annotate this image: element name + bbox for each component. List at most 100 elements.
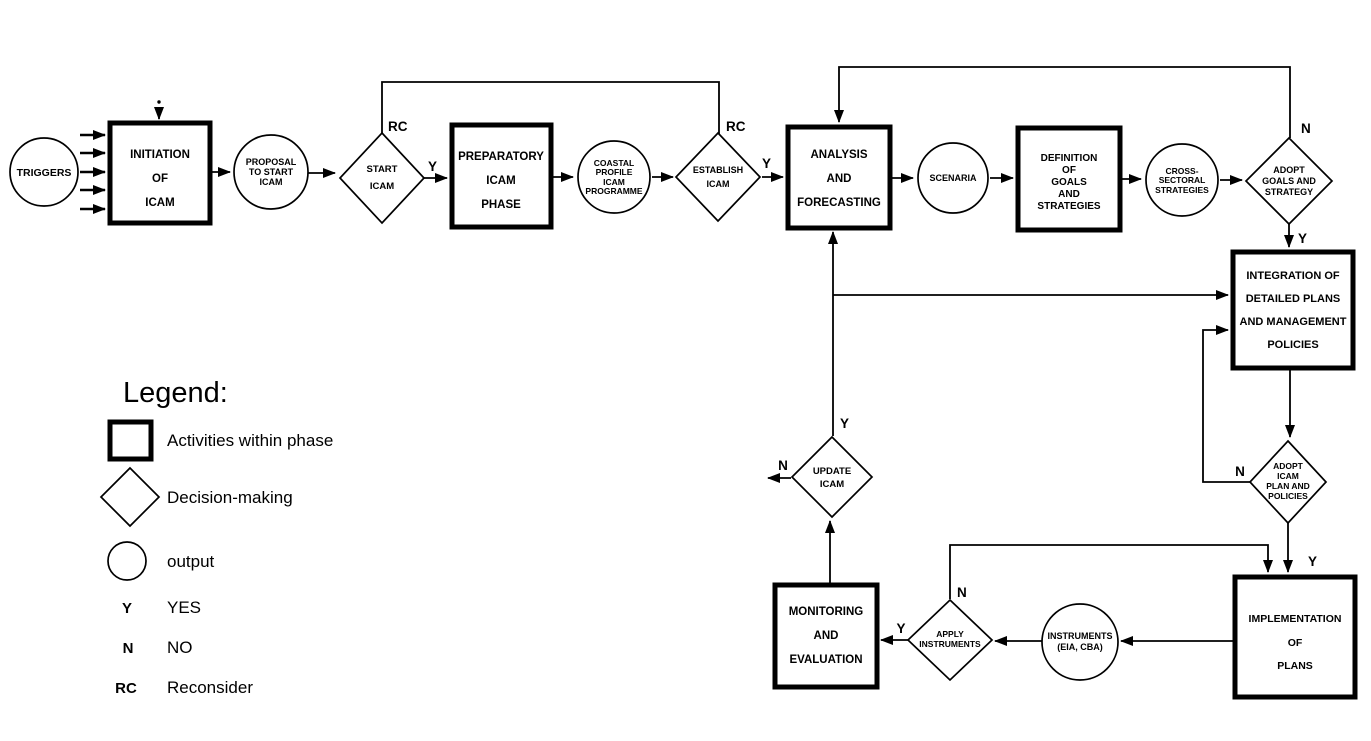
integration-label: INTEGRATION OF (1246, 270, 1340, 282)
edge-rc-loop (381, 81, 720, 134)
legend-item-label: output (167, 552, 215, 571)
coastal-profile-label: ICAM (603, 177, 625, 187)
definition-box (1015, 125, 1123, 233)
establish-icam-label: ICAM (707, 179, 730, 189)
initiation-label: INITIATION (130, 149, 190, 161)
label-y-adopt-icam: Y (1308, 554, 1317, 569)
monitoring-label: AND (814, 630, 839, 642)
analysis-label: FORECASTING (797, 197, 881, 209)
node-instruments: INSTRUMENTS (EIA, CBA) (1041, 603, 1119, 681)
node-scenaria: SCENARIA (917, 142, 989, 214)
legend-item-label: NO (167, 638, 193, 657)
node-initiation: INITIATION OF ICAM (107, 120, 213, 226)
node-analysis: ANALYSIS AND FORECASTING (785, 124, 893, 231)
cross-sectoral-label: CROSS- (1165, 166, 1198, 176)
preparatory-box (449, 122, 554, 230)
legend-item-label: Activities within phase (167, 431, 333, 450)
adopt-icam-label: ADOPT (1273, 461, 1304, 471)
apply-instruments-label: APPLY (936, 629, 964, 639)
node-adopt-goals: ADOPT GOALS AND STRATEGY (1244, 136, 1334, 226)
implementation-box (1232, 574, 1358, 700)
coastal-profile-circle (577, 140, 651, 214)
proposal-label: ICAM (260, 177, 283, 187)
preparatory-label: PHASE (481, 199, 521, 211)
definition-label: AND (1058, 189, 1080, 200)
label-y-establish: Y (762, 156, 771, 171)
adopt-icam-label: ICAM (1277, 471, 1299, 481)
legend-y-symbol: Y (122, 600, 132, 617)
node-coastal-profile: COASTAL PROFILE ICAM PROGRAMME (577, 140, 651, 214)
legend-square-icon (107, 419, 154, 462)
node-definition: DEFINITION OF GOALS AND STRATEGIES (1015, 125, 1123, 233)
legend: Legend: Activities within phase Decision… (99, 377, 333, 697)
node-cross-sectoral: CROSS- SECTORAL STRATEGIES (1145, 143, 1219, 217)
analysis-box (785, 124, 893, 231)
label-n-adopt-icam: N (1235, 464, 1245, 479)
establish-icam-label: ESTABLISH (693, 165, 743, 175)
definition-label: GOALS (1051, 177, 1087, 188)
triggers-circle (9, 137, 79, 207)
legend-n-symbol: N (123, 640, 134, 657)
label-y-start: Y (428, 159, 437, 174)
cross-sectoral-label: STRATEGIES (1155, 185, 1209, 195)
adopt-icam-diamond (1248, 439, 1328, 525)
node-start-icam: START ICAM (338, 131, 426, 225)
scenaria-label: SCENARIA (929, 173, 977, 183)
initiation-label: OF (152, 173, 168, 185)
cross-sectoral-label: SECTORAL (1159, 175, 1206, 185)
legend-diamond-icon (99, 466, 161, 528)
proposal-label: PROPOSAL (246, 157, 297, 167)
label-n-update: N (778, 458, 788, 473)
label-y-adopt-goals: Y (1298, 231, 1307, 246)
proposal-circle (233, 134, 309, 210)
proposal-label: TO START (249, 167, 294, 177)
definition-label: DEFINITION (1041, 153, 1098, 164)
adopt-goals-label: STRATEGY (1265, 187, 1313, 197)
preparatory-label: PREPARATORY (458, 151, 544, 163)
instruments-circle (1041, 603, 1119, 681)
establish-icam-diamond (674, 131, 762, 223)
integration-label: POLICIES (1267, 339, 1318, 351)
initiation-box (107, 120, 213, 226)
edge-adopt-icam-n-loop (1202, 325, 1250, 483)
integration-label: AND MANAGEMENT (1240, 316, 1347, 328)
monitoring-box (772, 582, 880, 690)
triggers-label: TRIGGERS (17, 167, 72, 179)
start-icam-label: ICAM (370, 181, 394, 192)
legend-item-label: Decision-making (167, 488, 293, 507)
node-adopt-icam: ADOPT ICAM PLAN AND POLICIES (1248, 439, 1328, 525)
label-y-apply: Y (896, 621, 905, 636)
node-implementation: IMPLEMENTATION OF PLANS (1232, 574, 1358, 700)
legend-title: Legend: (123, 377, 228, 409)
instruments-label: INSTRUMENTS (1048, 631, 1113, 641)
adopt-goals-label: GOALS AND (1262, 176, 1316, 186)
node-triggers: TRIGGERS (9, 137, 79, 207)
apply-instruments-label: INSTRUMENTS (919, 639, 981, 649)
update-icam-label: ICAM (820, 479, 844, 490)
node-preparatory: PREPARATORY ICAM PHASE (449, 122, 554, 230)
label-n-adopt-goals: N (1301, 121, 1311, 136)
update-icam-label: UPDATE (813, 466, 851, 477)
adopt-icam-label: POLICIES (1268, 491, 1308, 501)
apply-instruments-diamond (906, 598, 994, 682)
legend-item-label: Reconsider (167, 678, 253, 697)
definition-label: OF (1062, 165, 1076, 176)
legend-item-label: YES (167, 598, 201, 617)
label-rc-start: RC (388, 119, 408, 134)
node-monitoring: MONITORING AND EVALUATION (772, 582, 880, 690)
edge-apply-n-loop (949, 544, 1273, 599)
edge-labels: RC RC Y Y N Y N Y N Y Y N (388, 119, 1317, 636)
connectors (80, 66, 1295, 646)
coastal-profile-label: COASTAL (594, 158, 634, 168)
node-apply-instruments: APPLY INSTRUMENTS (906, 598, 994, 682)
edge-adopt-goals-n-loop (834, 66, 1291, 138)
label-rc-establish: RC (726, 119, 746, 134)
node-proposal: PROPOSAL TO START ICAM (233, 134, 309, 210)
implementation-label: IMPLEMENTATION (1249, 613, 1342, 625)
node-integration: INTEGRATION OF DETAILED PLANS AND MANAGE… (1230, 249, 1356, 371)
adopt-goals-label: ADOPT (1273, 165, 1305, 175)
node-update-icam: UPDATE ICAM (790, 435, 874, 519)
legend-rc-symbol: RC (115, 680, 137, 697)
